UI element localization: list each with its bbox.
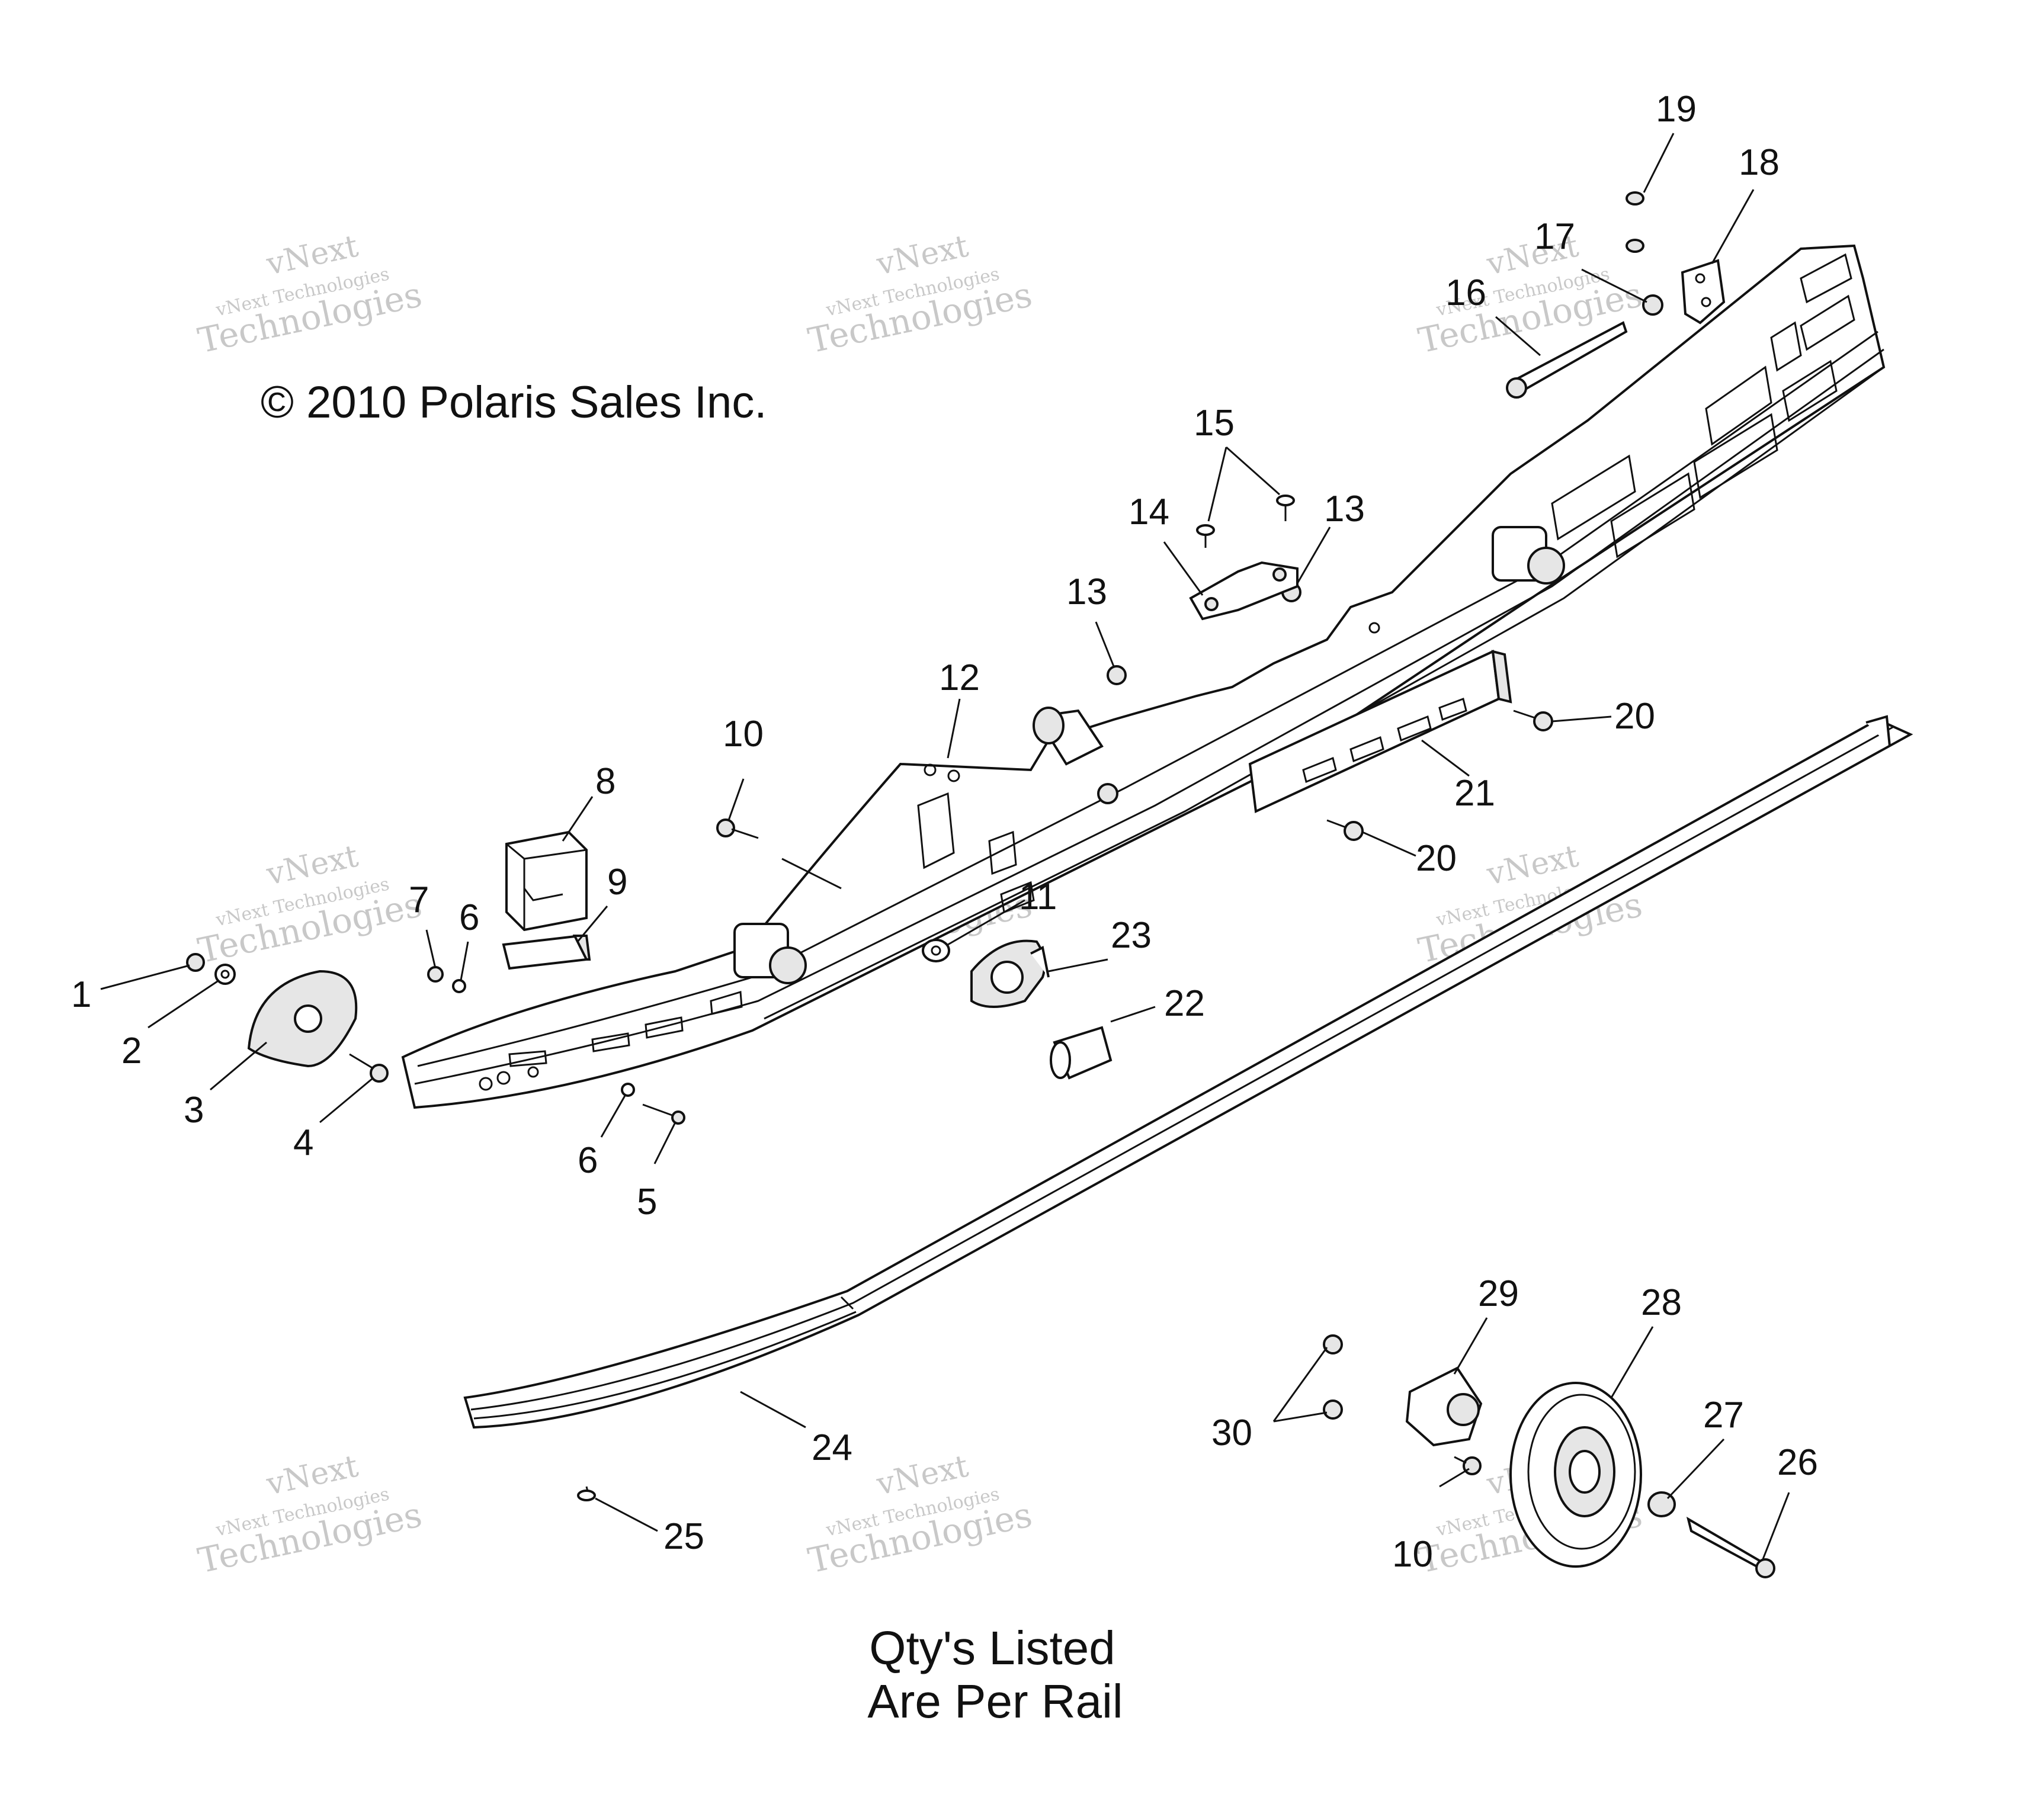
callout-1: 1 [71, 974, 91, 1015]
part-10-bolt [1454, 1456, 1482, 1475]
callout-4: 4 [293, 1122, 313, 1163]
callout-10: 10 [1392, 1534, 1433, 1575]
callout-17: 17 [1534, 216, 1575, 257]
part-6-washer [452, 979, 466, 993]
note-line-1: Qty's Listed [869, 1622, 1115, 1674]
part-15-rivet [1196, 524, 1215, 548]
part-21 [1248, 650, 1512, 813]
part-19-screw [1626, 191, 1644, 206]
callout-19: 19 [1656, 89, 1697, 130]
watermark: vNext vNext Technologies Technologies [194, 1449, 425, 1581]
callout-7: 7 [409, 879, 429, 920]
part-10-bolt [716, 818, 759, 839]
part-8-block [505, 830, 588, 932]
watermark: vNext vNext Technologies Technologies [194, 839, 425, 971]
part-16-bolt [1506, 321, 1628, 399]
callout-13: 13 [1066, 572, 1107, 612]
copyright-text: © 2010 Polaris Sales Inc. [261, 377, 767, 428]
callout-29: 29 [1478, 1273, 1519, 1314]
leader-lines [100, 133, 1790, 1561]
callout-9: 9 [607, 862, 627, 903]
callout-10: 10 [723, 714, 764, 755]
part-5-pin [642, 1103, 685, 1125]
callout-20: 20 [1614, 696, 1655, 737]
callout-25: 25 [663, 1516, 704, 1557]
part-26-bolt [1686, 1516, 1775, 1578]
part-9-bracket [502, 934, 591, 970]
callout-13: 13 [1324, 489, 1365, 529]
callout-20: 20 [1416, 838, 1457, 879]
part-6-washer [621, 1083, 635, 1097]
callout-12: 12 [939, 657, 980, 698]
part-20-bolt [1513, 710, 1553, 731]
part-18-bracket [1681, 259, 1726, 325]
part-14-bracket [1189, 561, 1299, 621]
callout-30: 30 [1211, 1413, 1252, 1453]
part-3-bumper [247, 970, 358, 1068]
callout-6: 6 [578, 1140, 598, 1181]
part-28-idler-wheel [1509, 1382, 1642, 1568]
callout-14: 14 [1128, 492, 1169, 532]
part-13-nut [1107, 665, 1127, 685]
part-15-rivet [1276, 495, 1295, 521]
part-25-rivet [577, 1486, 596, 1501]
callout-3: 3 [184, 1090, 204, 1131]
part-29-bushing [1405, 1366, 1483, 1447]
part-4-bolt [349, 1053, 389, 1083]
callout-21: 21 [1454, 773, 1495, 814]
part-2-washer [214, 964, 236, 985]
callout-22: 22 [1164, 983, 1205, 1024]
callout-18: 18 [1739, 142, 1780, 183]
part-1-nut [186, 953, 205, 972]
part-7-nut [427, 966, 444, 983]
part-22-axle [1050, 1026, 1113, 1080]
callout-28: 28 [1641, 1282, 1682, 1323]
quantity-note: Qty's Listed Are Per Rail [867, 1622, 1123, 1728]
callouts: 1 2 3 4 5 6 6 7 8 9 10 10 11 12 13 13 14… [71, 89, 1818, 1575]
part-19-screw [1626, 239, 1644, 253]
part-20-bolt [1326, 819, 1364, 841]
watermark: vNext vNext Technologies Technologies [804, 229, 1035, 361]
callout-5: 5 [637, 1182, 657, 1222]
callout-24: 24 [812, 1427, 852, 1468]
callout-8: 8 [595, 761, 615, 802]
part-30-nut [1323, 1334, 1343, 1354]
part-11-washer [922, 939, 950, 962]
callout-2: 2 [121, 1031, 142, 1071]
hyfax-slide-part-24 [463, 715, 1913, 1429]
part-30-nut [1323, 1399, 1343, 1420]
watermark: vNext vNext Technologies Technologies [194, 229, 425, 361]
callout-27: 27 [1703, 1395, 1744, 1436]
note-line-2: Are Per Rail [867, 1675, 1123, 1728]
callout-16: 16 [1445, 272, 1486, 313]
part-23-wheel [970, 939, 1050, 1008]
callout-11: 11 [1019, 877, 1057, 917]
callout-15: 15 [1194, 403, 1235, 444]
upper-rail-part-12 [401, 244, 1886, 1109]
callout-6: 6 [459, 897, 479, 938]
callout-23: 23 [1111, 915, 1152, 956]
part-17-nut [1642, 294, 1663, 316]
callout-26: 26 [1777, 1442, 1818, 1483]
